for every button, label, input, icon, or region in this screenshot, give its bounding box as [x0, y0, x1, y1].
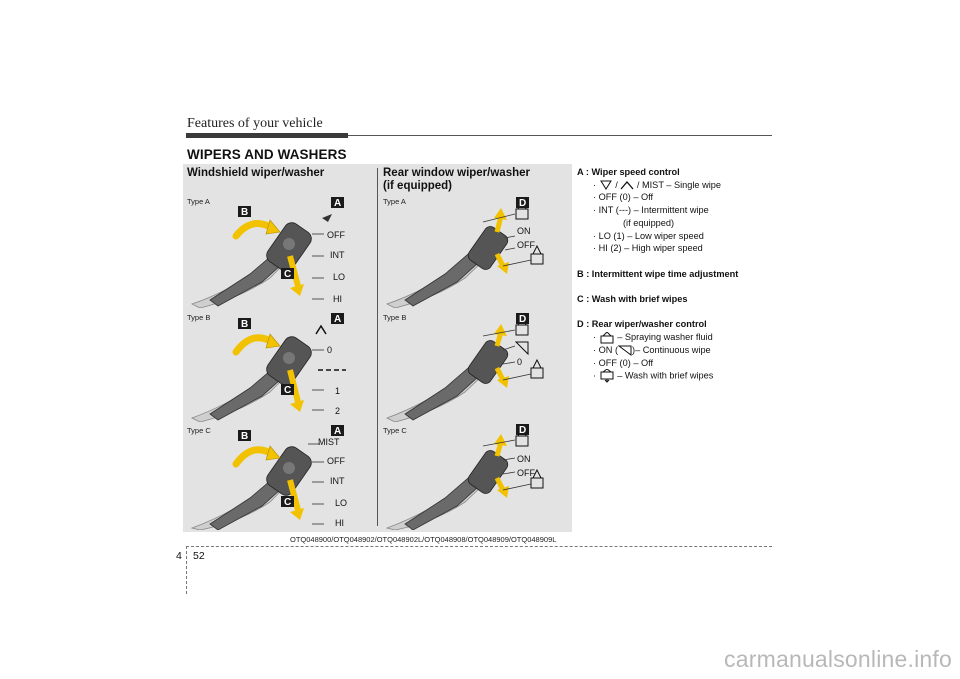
on-suffix: )– Continuous wipe [632, 344, 711, 355]
windshield-type-c-illustration: B A C MIST OFF INT LO HI [190, 425, 347, 530]
svg-text:B: B [241, 207, 248, 218]
badge-d: D [516, 197, 529, 209]
badge-b: B [238, 206, 251, 218]
badge-d: D [516, 424, 529, 436]
rear-type-a-illustration: D ON OFF [385, 197, 544, 308]
badge-a: A [331, 197, 344, 209]
rear-position-on: ON [517, 226, 531, 236]
svg-text:B: B [241, 431, 248, 442]
mist-description: / MIST – Single wipe [636, 179, 721, 190]
rear-washer-icon [600, 331, 614, 344]
rear-type-c-label: Type C [383, 426, 407, 435]
rear-position-off: OFF [517, 468, 535, 478]
svg-text:B: B [241, 319, 248, 330]
wiper-speed-item-int-note: (if equipped) [623, 217, 675, 228]
watermark: carmanualsonline.info [724, 646, 952, 672]
position-int: INT [330, 476, 345, 486]
position-int: INT [330, 250, 345, 260]
badge-c: C [281, 268, 294, 280]
badge-a: A [331, 313, 344, 325]
wash-brief-description: – Wash with brief wipes [617, 370, 714, 381]
rear-item-off: · OFF (0) – Off [593, 357, 654, 368]
rear-item-wash-brief: · – Wash with brief wipes [577, 369, 777, 383]
position-1: 1 [335, 386, 340, 396]
on-prefix: · ON ( [593, 344, 619, 355]
rear-type-b-label: Type B [383, 313, 407, 322]
page-number: 52 [193, 550, 205, 562]
rear-control-heading: D : Rear wiper/washer control [577, 319, 707, 330]
chapter-number: 4 [176, 550, 182, 562]
wiper-speed-item-mist: · / / MIST – Single wipe [577, 179, 777, 192]
rear-position-on: ON [517, 454, 531, 464]
svg-text:D: D [519, 314, 526, 325]
badge-d: D [516, 313, 529, 325]
wiper-speed-item-off: · OFF (0) – Off [593, 192, 654, 203]
wiper-speed-heading: A : Wiper speed control [577, 167, 680, 177]
position-lo: LO [333, 272, 345, 282]
spray-description: – Spraying washer fluid [617, 332, 713, 343]
section-title: WIPERS AND WASHERS [187, 147, 347, 162]
badge-b: B [238, 430, 251, 442]
header-title: Features of your vehicle [187, 116, 323, 131]
rear-item-on: · ON ( )– Continuous wipe [577, 344, 777, 357]
svg-text:C: C [284, 269, 291, 280]
svg-text:C: C [284, 385, 291, 396]
separator: / [615, 179, 618, 190]
rear-wash-wipe-icon [600, 369, 614, 383]
position-hi: HI [335, 518, 344, 528]
rear-title-line2: (if equipped) [383, 180, 452, 192]
svg-text:D: D [519, 425, 526, 436]
position-mist: MIST [318, 437, 340, 447]
wiper-speed-item-int: · INT (---) – Intermittent wipe [593, 205, 709, 216]
svg-text:A: A [334, 314, 341, 325]
header-rule [348, 135, 772, 136]
header-bar [186, 133, 348, 138]
position-2: 2 [335, 406, 340, 416]
mist-wipe-icon [599, 180, 612, 191]
bullet: · [593, 332, 597, 343]
wiper-speed-item-hi: · HI (2) – High wiper speed [593, 243, 703, 254]
windshield-type-a-illustration: B A C OFF INT LO HI [190, 197, 345, 308]
rear-item-spray: · – Spraying washer fluid [577, 331, 777, 344]
bullet: · [593, 370, 597, 381]
rear-title-line1: Rear window wiper/washer [383, 167, 530, 179]
wiper-speed-item-lo: · LO (1) – Low wiper speed [593, 230, 704, 241]
position-0: 0 [327, 345, 332, 355]
position-off: OFF [327, 456, 345, 466]
windshield-type-c-label: Type C [187, 426, 211, 435]
rear-continuous-wipe-icon [618, 345, 632, 357]
single-wipe-icon [620, 181, 634, 190]
windshield-title: Windshield wiper/washer [187, 167, 325, 179]
description-block: A : Wiper speed control · / / MIST – Sin… [577, 166, 777, 383]
footer-vertical-rule [186, 546, 187, 594]
badge-a: A [331, 425, 344, 437]
badge-b: B [238, 318, 251, 330]
badge-c: C [281, 496, 294, 508]
badge-c: C [281, 384, 294, 396]
figure-caption: OTQ048900/OTQ048902/OTQ048902L/OTQ048908… [290, 535, 557, 544]
rear-position-0: 0 [517, 357, 522, 367]
rear-type-b-illustration: D 0 [385, 313, 544, 422]
svg-text:C: C [284, 497, 291, 508]
bullet: · [593, 179, 597, 190]
windshield-type-a-label: Type A [187, 197, 210, 206]
svg-text:A: A [334, 426, 341, 437]
rear-position-off: OFF [517, 240, 535, 250]
panel-divider [377, 168, 378, 526]
rear-type-c-illustration: D ON OFF [385, 424, 544, 530]
position-hi: HI [333, 294, 342, 304]
rear-type-a-label: Type A [383, 197, 406, 206]
svg-text:D: D [519, 198, 526, 209]
windshield-type-b-illustration: B A C 0 1 2 [190, 313, 346, 422]
footer-rule [186, 546, 772, 547]
intermittent-adjust-heading: B : Intermittent wipe time adjustment [577, 268, 739, 279]
wash-brief-heading: C : Wash with brief wipes [577, 294, 688, 304]
position-off: OFF [327, 230, 345, 240]
windshield-type-b-label: Type B [187, 313, 211, 322]
position-lo: LO [335, 498, 347, 508]
svg-text:A: A [334, 198, 341, 209]
